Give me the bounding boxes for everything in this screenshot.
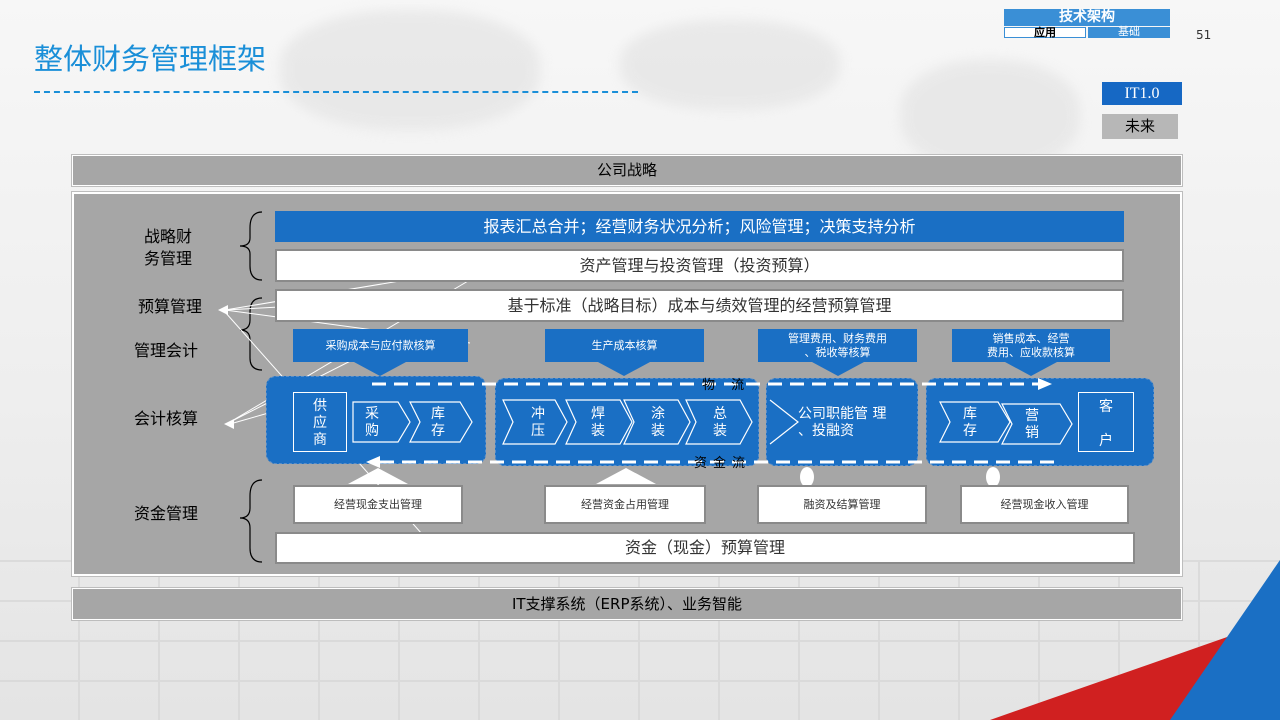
chevron-stock-1	[409, 401, 473, 443]
asset-bar: 资产管理与投资管理（投资预算）	[275, 249, 1124, 282]
brace-strategic	[239, 211, 263, 281]
fund-arrow	[596, 468, 656, 484]
fund-arrow	[348, 468, 408, 484]
page-title: 整体财务管理框架	[34, 42, 267, 76]
cost-box-procurement: 采购成本与应付款核算	[293, 329, 468, 362]
goods-flow-label: 物 流	[702, 378, 751, 393]
production-group	[495, 378, 759, 466]
funds-flow-arrowhead	[366, 456, 380, 468]
chevron-function	[769, 399, 799, 445]
tech-architecture-title: 技术架构	[1004, 9, 1170, 26]
customer-box: 客 户	[1078, 392, 1134, 452]
world-map-decoration	[280, 10, 540, 130]
world-map-decoration	[900, 60, 1080, 170]
weld-label: 焊 装	[591, 406, 605, 439]
flow-marker	[986, 467, 1000, 487]
tech-architecture-badge: 技术架构 应用 基础	[1004, 9, 1170, 38]
funds-flow-label: 资金流	[694, 456, 752, 471]
stock-label-1: 库 存	[431, 406, 445, 439]
reporting-bar: 报表汇总合并；经营财务状况分析；风险管理；决策支持分析	[275, 211, 1124, 242]
fund-box-cash-in: 经营现金收入管理	[960, 485, 1129, 524]
fund-box-financing: 融资及结算管理	[757, 485, 927, 524]
supplier-box: 供 应 商	[293, 392, 347, 452]
flow-marker	[800, 467, 814, 487]
buy-label: 采 购	[365, 406, 379, 439]
label-accounting: 会计核算	[133, 409, 198, 428]
cost-arrow	[812, 362, 864, 376]
it-support-band: IT支撑系统（ERP系统）、业务智能	[72, 588, 1182, 620]
cost-arrow	[1005, 362, 1057, 376]
fund-box-occupancy: 经营资金占用管理	[544, 485, 706, 524]
label-funds: 资金管理	[133, 504, 198, 523]
label-budget: 预算管理	[137, 297, 202, 316]
paint-label: 涂 装	[651, 406, 665, 439]
cost-box-sales: 销售成本、经营 费用、应收款核算	[952, 329, 1110, 362]
chevron-paint	[623, 399, 691, 445]
sell-label: 营 销	[1025, 408, 1039, 441]
chevron-sell	[1001, 403, 1073, 445]
brace-funds	[239, 479, 263, 563]
chevron-stock-2	[939, 401, 1011, 443]
cost-box-production: 生产成本核算	[545, 329, 704, 362]
fund-box-cash-out: 经营现金支出管理	[293, 485, 463, 524]
connector-arrowhead	[224, 419, 234, 429]
chevron-buy	[352, 401, 411, 443]
chevron-weld	[565, 399, 633, 445]
strategy-band: 公司战略	[72, 155, 1182, 186]
assemble-label: 总 装	[713, 406, 727, 439]
function-label: 公司职能管 理 、投融资	[798, 406, 887, 439]
budget-bar: 基于标准（战略目标）成本与绩效管理的经营预算管理	[275, 289, 1124, 322]
blue-stripe-decoration	[1170, 560, 1280, 720]
chevron-assemble	[685, 399, 753, 445]
legend-future: 未来	[1102, 114, 1178, 139]
cash-budget-bar: 资金（现金）预算管理	[275, 532, 1135, 564]
goods-flow-arrowhead	[1038, 378, 1052, 390]
chevron-stamp	[502, 399, 568, 445]
legend-it: IT1.0	[1102, 82, 1182, 105]
procurement-group	[266, 376, 486, 464]
cost-arrow	[598, 362, 650, 376]
tech-architecture-base: 基础	[1088, 26, 1170, 38]
tech-architecture-app: 应用	[1004, 27, 1086, 38]
stamp-label: 冲 压	[531, 406, 545, 439]
page-number: 51	[1196, 28, 1212, 42]
title-underline	[34, 91, 638, 93]
cost-arrow	[354, 362, 406, 376]
stock-label-2: 库 存	[963, 406, 977, 439]
label-mgmt-accounting: 管理会计	[133, 341, 198, 360]
cost-box-admin: 管理费用、财务费用 、税收等核算	[758, 329, 917, 362]
function-group	[766, 378, 918, 466]
world-map-decoration	[620, 20, 840, 110]
label-strategic-finance: 战略财 务管理	[143, 227, 192, 268]
connector-arrowhead	[218, 305, 228, 315]
